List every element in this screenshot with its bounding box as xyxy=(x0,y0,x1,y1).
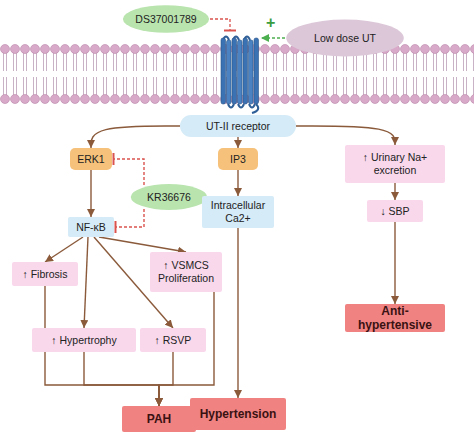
node-text: ↑ RSVP xyxy=(155,334,192,347)
node-text: ↑ VSMCS Proliferation xyxy=(153,259,219,284)
arrow-connector xyxy=(84,237,88,328)
effect-box: ↑ Hypertrophy xyxy=(32,328,136,352)
node-text: Low dose UT xyxy=(314,32,376,45)
arrow-connector xyxy=(90,170,91,217)
arrow-connector xyxy=(45,237,83,262)
ligand-ellipse: Low dose UT xyxy=(285,18,405,58)
arrow-connector xyxy=(99,237,186,252)
node-text: ↑ Hypertrophy xyxy=(51,334,116,347)
signal-box: IP3 xyxy=(218,148,258,170)
node-text: IP3 xyxy=(230,153,246,166)
signal-box: NF-κB xyxy=(68,217,114,237)
outcome-box: Hypertension xyxy=(190,398,286,430)
plus-sign: + xyxy=(266,14,275,32)
node-text: ↓ SBP xyxy=(380,205,409,218)
arrow-connector xyxy=(296,126,395,145)
effect-box: ↑ VSMCS Proliferation xyxy=(150,252,222,292)
arrow-connector xyxy=(237,228,238,398)
signal-box: ERK1 xyxy=(70,148,112,170)
inhibition-line xyxy=(210,19,230,31)
node-text: Anti-hypertensive xyxy=(348,304,442,333)
receptor-box: UT-II receptor xyxy=(180,115,296,137)
arrow-connector xyxy=(84,352,159,406)
arrow-connector xyxy=(237,170,238,196)
inhibition-connector xyxy=(113,159,144,185)
effect-box: ↓ SBP xyxy=(367,200,423,222)
ellipse-shape xyxy=(123,5,209,33)
effect-box: ↑ Fibrosis xyxy=(12,262,78,286)
node-text: KR36676 xyxy=(147,191,191,204)
arrow-connector xyxy=(91,126,180,148)
outcome-box: Anti-hypertensive xyxy=(345,304,445,332)
arrow-connector xyxy=(394,183,395,200)
ellipse-shape xyxy=(286,20,404,57)
signal-box: Intracellular Ca2+ xyxy=(202,196,274,228)
arrow-connector xyxy=(237,137,238,148)
inhibition-connector xyxy=(115,209,144,227)
node-text: ↑ Urinary Na+ excretion xyxy=(348,151,442,176)
node-text: NF-κB xyxy=(76,221,106,234)
drug-ellipse: KR36676 xyxy=(130,183,208,211)
receptor-symbol xyxy=(221,37,259,114)
lipid-bilayer xyxy=(0,44,474,104)
node-text: ERK1 xyxy=(77,153,104,166)
activation-line xyxy=(261,37,285,38)
drug-ellipse: DS37001789 xyxy=(122,4,210,34)
arrow-connector xyxy=(394,222,395,304)
node-text: DS37001789 xyxy=(135,13,196,26)
node-text: PAH xyxy=(147,412,171,426)
node-text: Hypertension xyxy=(200,407,277,421)
arrow-connector xyxy=(159,352,173,406)
node-text: ↑ Fibrosis xyxy=(23,268,68,281)
node-text: Intracellular Ca2+ xyxy=(205,199,271,224)
ellipse-shape xyxy=(131,184,207,210)
node-text: UT-II receptor xyxy=(206,120,270,133)
effect-box: ↑ RSVP xyxy=(140,328,206,352)
outcome-box: PAH xyxy=(122,406,196,432)
effect-box: ↑ Urinary Na+ excretion xyxy=(345,145,445,183)
